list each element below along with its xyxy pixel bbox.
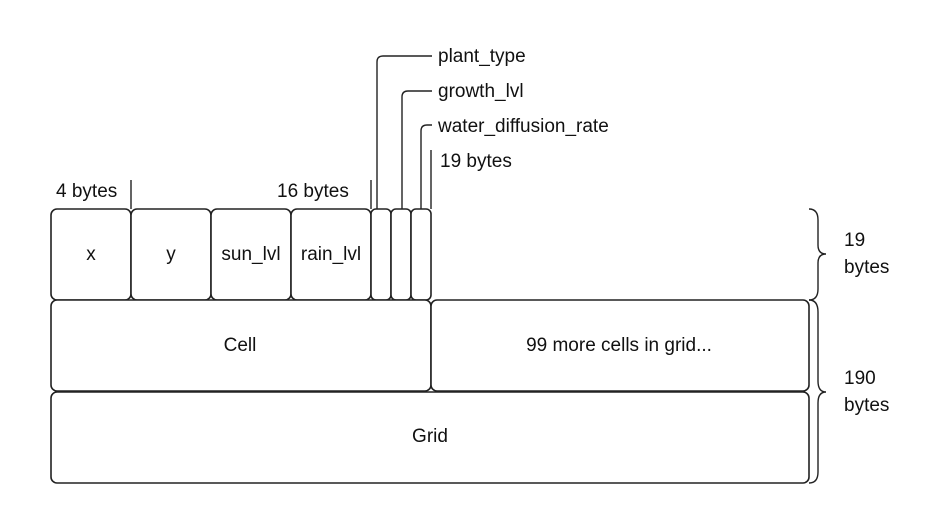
- field-x-label: x: [86, 244, 96, 265]
- cell-label: Cell: [224, 335, 257, 356]
- cell-size-brace: [808, 208, 827, 301]
- cell-size-value: 19: [844, 230, 865, 251]
- grid-label: Grid: [412, 426, 448, 447]
- field-growth-lvl-box: [390, 208, 412, 301]
- growth-lvl-label: growth_lvl: [438, 81, 524, 102]
- more-cells-box: [430, 299, 810, 392]
- field-rain-lvl-label: rain_lvl: [301, 244, 361, 265]
- grid-size-value: 190: [844, 368, 876, 389]
- grid-box: [50, 391, 810, 484]
- grid-size-brace: [808, 299, 827, 484]
- offset-19-label: 19 bytes: [440, 151, 512, 172]
- water-diffusion-rate-leader: [420, 124, 432, 209]
- water-diffusion-rate-label: water_diffusion_rate: [437, 116, 609, 137]
- field-y-label: y: [166, 244, 176, 265]
- grid-size-unit: bytes: [844, 395, 889, 416]
- field-sun-lvl-label: sun_lvl: [221, 244, 280, 265]
- plant-type-label: plant_type: [438, 46, 526, 67]
- cell-size-unit: bytes: [844, 257, 889, 278]
- plant-type-leader: [376, 55, 432, 209]
- offset-16-label: 16 bytes: [277, 181, 349, 202]
- growth-lvl-leader: [401, 90, 432, 209]
- more-cells-label: 99 more cells in grid...: [526, 335, 712, 356]
- offset-4-label: 4 bytes: [56, 181, 117, 202]
- field-plant-type-box: [370, 208, 392, 301]
- field-water-diffusion-rate-box: [410, 208, 432, 301]
